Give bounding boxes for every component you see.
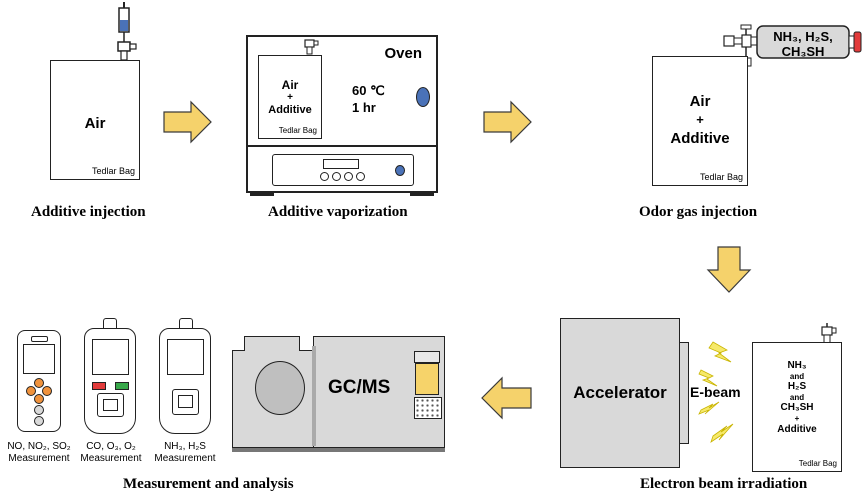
oven-temp: 60 ℃ (352, 83, 385, 98)
detector-1-gases: NO, NO₂, SO₂ (7, 441, 71, 452)
oven-title: Oven (384, 45, 422, 62)
bag-line: Additive (777, 424, 817, 435)
bag-line: and (789, 372, 805, 381)
syringe-icon (117, 2, 137, 61)
label-electron-beam-irradiation: Electron beam irradiation (640, 476, 808, 492)
detector-1 (17, 330, 61, 432)
bag-lines: NH₃ and H₂S and CH₃SH + Additive (753, 360, 841, 436)
detector-3-gases: NH₃, H₂S (164, 441, 206, 452)
label-additive-vaporization: Additive vaporization (268, 204, 408, 220)
oven-knob (416, 87, 430, 107)
label-measurement-and-analysis: Measurement and analysis (123, 476, 294, 492)
bag-tag: Tedlar Bag (798, 459, 837, 468)
cylinder-label: NH₃, H₂S, CH₃SH (757, 29, 849, 59)
bag-line: and (789, 393, 805, 402)
arrow-right-icon (483, 100, 532, 144)
detector-3-measurement: Measurement (154, 453, 216, 464)
arrow-right-icon (163, 100, 212, 144)
lightning-icon (698, 341, 734, 443)
gcms-label: GC/MS (328, 377, 391, 398)
detector-2 (84, 328, 136, 434)
tedlar-bag-irradiated: NH₃ and H₂S and CH₃SH + Additive Tedlar … (752, 342, 842, 472)
detector-3-caption: NH₃, H₂S Measurement (146, 441, 224, 465)
cylinder-line1: NH₃, H₂S, (773, 29, 833, 44)
bag-line: + (794, 414, 800, 423)
bag-line: H₂S (787, 381, 807, 392)
bag-tag: Tedlar Bag (699, 172, 743, 182)
arrow-down-icon (706, 246, 752, 293)
oven-control-panel (272, 154, 414, 186)
ebeam-label: E-beam (690, 384, 741, 400)
detector-3 (159, 328, 211, 434)
tedlar-bag-air: Air Tedlar Bag (50, 60, 140, 180)
accelerator-label: Accelerator (573, 383, 667, 402)
bag-line: NH₃ (787, 360, 807, 371)
accelerator: Accelerator (560, 318, 680, 468)
arrow-left-icon (481, 376, 532, 420)
bag-line2: + (696, 112, 704, 127)
bag-line1: Air (689, 93, 711, 110)
tedlar-bag-oven: Air + Additive Tedlar Bag (258, 55, 322, 139)
label-additive-injection: Additive injection (31, 204, 146, 220)
tedlar-bag-odor: Air + Additive Tedlar Bag (652, 56, 748, 186)
bag-text: Air (84, 115, 106, 132)
cylinder-line2: CH₃SH (781, 44, 825, 59)
gc-ms: GC/MS (313, 336, 445, 448)
bag-tag: Tedlar Bag (278, 126, 317, 135)
bag-line3: Additive (670, 130, 730, 147)
valve-icon (304, 39, 319, 55)
label-odor-gas-injection: Odor gas injection (639, 204, 758, 220)
gas-cylinder-icon (723, 24, 862, 67)
detector-1-measurement: Measurement (8, 453, 70, 464)
gc-oven (232, 350, 314, 448)
bag-line1: Air (281, 78, 299, 92)
oven-time: 1 hr (352, 100, 376, 115)
valve-icon (821, 323, 837, 344)
detector-1-caption: NO, NO₂, SO₂ Measurement (0, 441, 78, 465)
detector-2-measurement: Measurement (80, 453, 142, 464)
bag-tag: Tedlar Bag (91, 166, 135, 176)
bag-line: CH₃SH (780, 402, 814, 413)
bag-line2: + (287, 92, 293, 103)
bag-line3: Additive (268, 104, 312, 116)
detector-2-caption: CO, O₃, O₂ Measurement (72, 441, 150, 465)
detector-2-gases: CO, O₃, O₂ (86, 441, 136, 452)
